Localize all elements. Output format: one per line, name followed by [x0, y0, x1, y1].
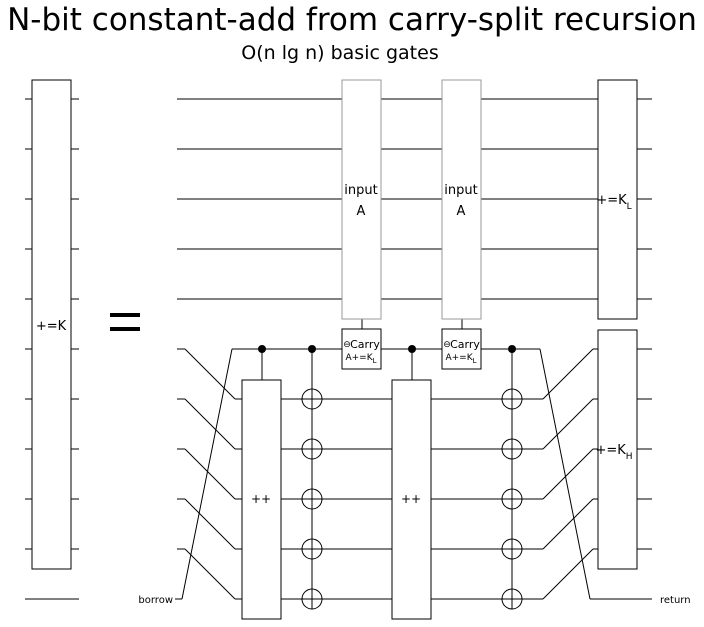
- input-a-gate-2-line1: input: [444, 183, 477, 198]
- xor-target: [301, 538, 323, 560]
- xor-target: [501, 488, 523, 510]
- carry-gate-1: [341, 328, 382, 370]
- rhs-bottom-wires: [177, 348, 652, 600]
- carry-gate-2-pointer-icon: ⊖: [443, 340, 451, 350]
- equals-sign: [110, 313, 140, 331]
- xor-target: [301, 438, 323, 460]
- carry-gate-1-pointer-icon: ⊖: [343, 340, 351, 350]
- rhs-top-wires: [177, 98, 652, 300]
- borrow-label: borrow: [138, 595, 173, 606]
- add-kl-gate: [597, 79, 638, 320]
- input-a-gate-1-line2: A: [357, 204, 366, 219]
- increment-gate-1-label: ++: [251, 492, 271, 506]
- carry-gate-1-line1: Carry: [350, 338, 380, 351]
- xor-target: [501, 538, 523, 560]
- carry-gate-2-line1: Carry: [450, 338, 480, 351]
- xor-target: [301, 388, 323, 410]
- add-kl-label: +=KL: [596, 193, 631, 212]
- add-kh-gate: [597, 329, 638, 570]
- increment-gate-1: [241, 379, 282, 620]
- lhs-wires: [25, 98, 79, 600]
- xor-target: [501, 388, 523, 410]
- page-subtitle: O(n lg n) basic gates: [241, 42, 439, 64]
- lhs-add-k-gate: [31, 79, 72, 570]
- carry-gate-1-line2: A+=KL: [345, 353, 376, 365]
- control-dot: [258, 345, 266, 353]
- input-a-gate-2-line2: A: [457, 204, 466, 219]
- input-a-gate-1: [341, 79, 382, 320]
- xor-target: [301, 588, 323, 610]
- xor-target: [501, 588, 523, 610]
- control-dot: [508, 345, 516, 353]
- lhs-add-k-label: +=K: [36, 319, 67, 334]
- carry-gate-2-line2: A+=KL: [445, 353, 476, 365]
- increment-gate-2: [391, 379, 432, 620]
- increment-gate-2-label: ++: [401, 492, 421, 506]
- add-kh-label: +=KH: [595, 443, 632, 462]
- carry-gate-2: [441, 328, 482, 370]
- input-a-gate-1-line1: input: [344, 183, 377, 198]
- borrow-return-path: [175, 348, 652, 600]
- input-a-gate-2: [441, 79, 482, 320]
- page-title: N-bit constant-add from carry-split recu…: [7, 2, 697, 38]
- control-dot: [408, 345, 416, 353]
- xor-target: [501, 438, 523, 460]
- return-label: return: [660, 595, 691, 606]
- xor-target: [301, 488, 323, 510]
- control-dot: [308, 345, 316, 353]
